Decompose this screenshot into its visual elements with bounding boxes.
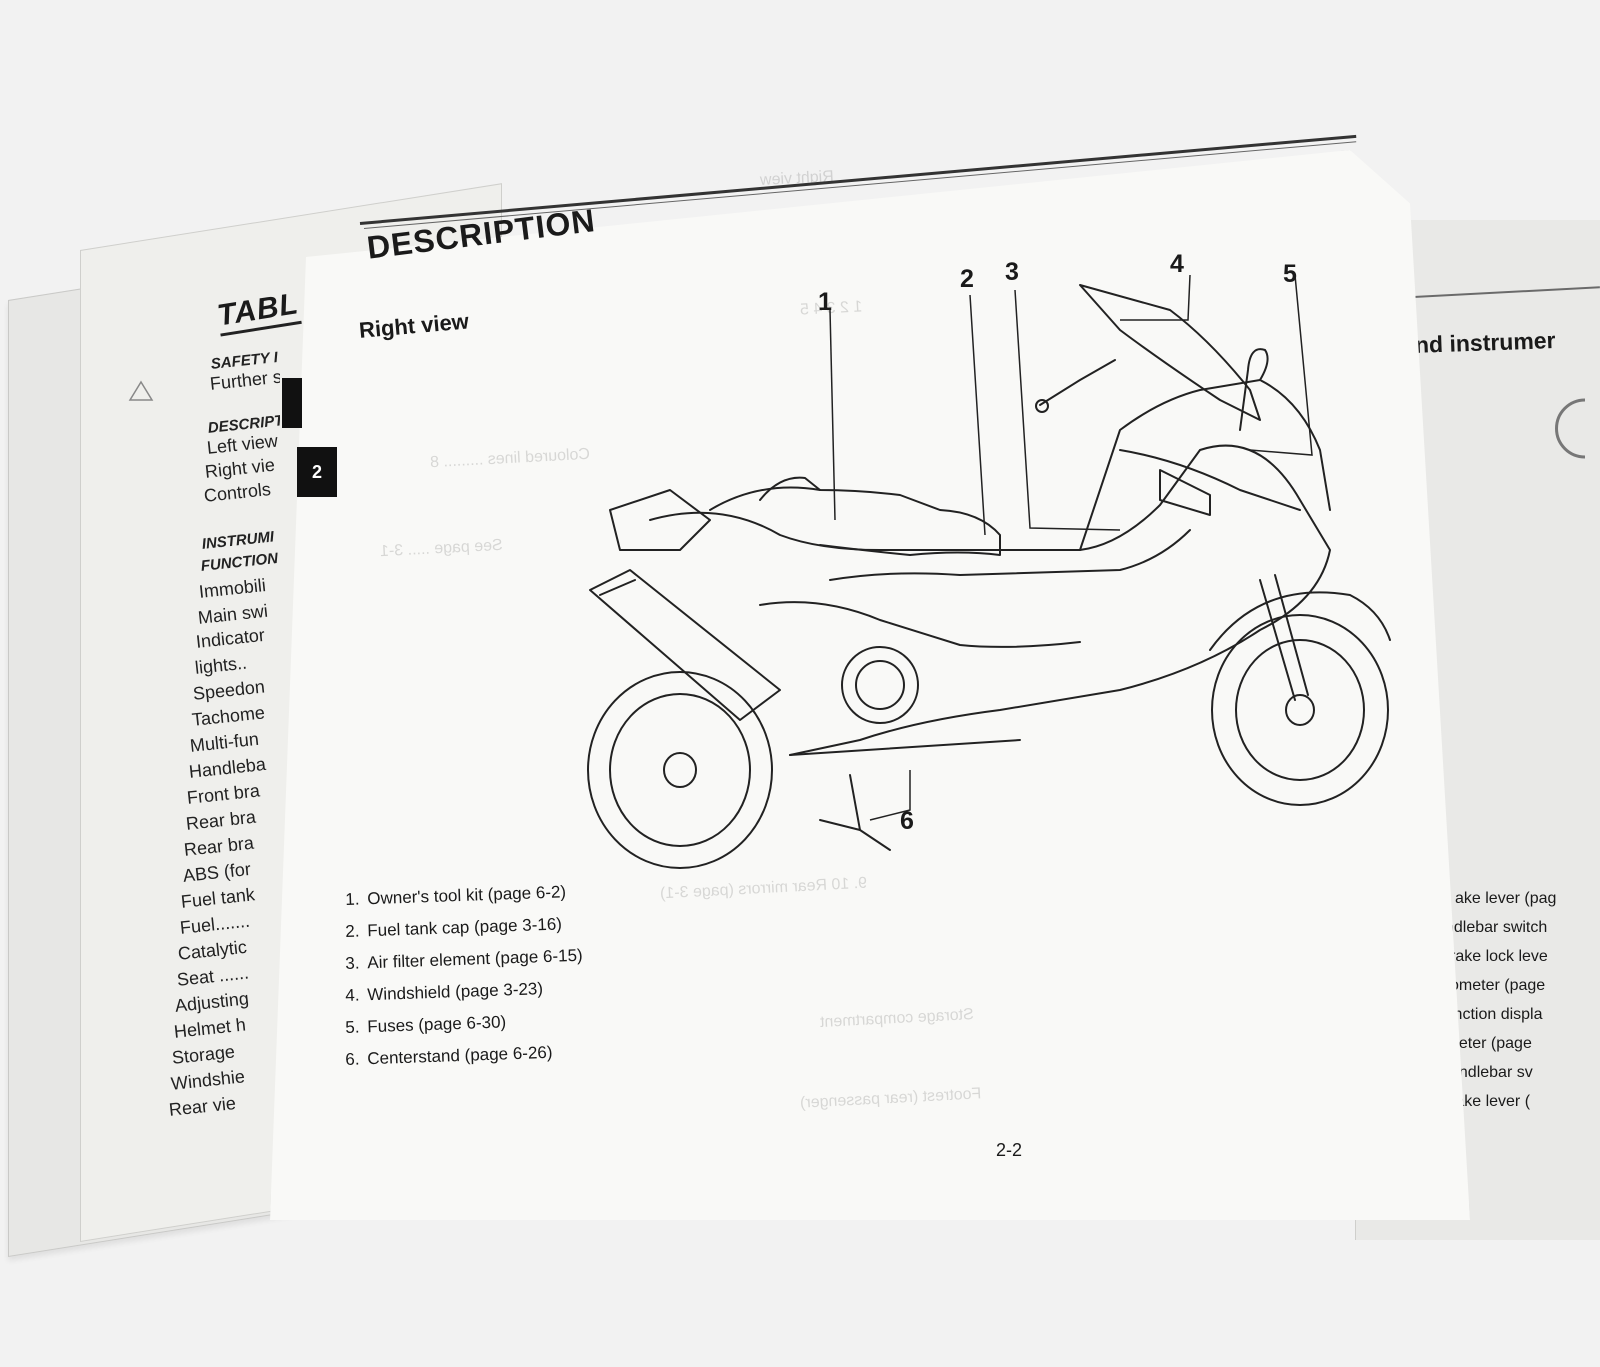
main-page [270,150,1470,1220]
callout-3: 3 [1005,258,1019,286]
legend-number: 1. [345,889,360,909]
chapter-tab: 2 [297,447,337,497]
right-page-item: inction displa [1450,1006,1543,1023]
right-page-item: ake lever (pag [1455,890,1557,907]
toc-line: Tachome [190,702,266,730]
warning-triangle-icon [128,380,154,401]
page-number: 2-2 [996,1140,1023,1160]
toc-line: Fuel tank [180,884,256,912]
toc-line: Front bra [186,780,261,808]
toc-line: Helmet h [172,1014,247,1042]
toc-line: Indicator [195,624,266,652]
muffler [589,569,781,721]
callout-5: 5 [1283,260,1297,288]
toc-line: Handleba [187,753,267,782]
toc-line: Rear vie [168,1092,237,1120]
toc-line: INSTRUMI [201,528,275,553]
right-page-item: rake lock leve [1450,948,1548,965]
toc-line: Controls [202,478,272,506]
windshield [1079,284,1261,421]
toc-line: Rear bra [183,832,255,860]
legend-number: 4. [345,985,360,1005]
legend-number: 3. [345,953,360,973]
toc-line: FUNCTION [199,549,279,575]
toc-line: Rear bra [184,806,257,834]
callout-4: 4 [1170,250,1184,278]
toc-line: Adjusting [174,988,250,1016]
legend-text: Fuses (page 6-30) [366,1012,507,1037]
scooter-illustration [587,274,1391,869]
toc-line: ABS (for [181,858,252,886]
partial-circle-icon [1555,398,1586,459]
toc-line: Seat ...... [175,962,250,990]
right-page-item: ometer (page [1450,977,1546,994]
legend-number: 6. [345,1049,360,1069]
callout-2: 2 [960,265,974,293]
rear-wheel [587,671,773,869]
toc-line: Storage [171,1041,236,1068]
right-page-item: neter (page [1450,1035,1532,1052]
right-page-item: rake lever ( [1450,1093,1531,1110]
toc-line: Multi-fun [189,728,260,756]
callout-1: 1 [818,288,832,316]
legend-number: 2. [345,921,360,941]
toc-line: lights.. [193,652,248,678]
toc-line: Immobili [198,574,267,602]
toc-line: Fuel....... [178,910,251,938]
front-wheel [1211,614,1389,806]
chapter-tab-marker [282,378,302,428]
right-page-item: ndlebar switch [1445,919,1548,936]
callout-6: 6 [900,807,914,835]
right-page-item: andlebar sv [1450,1064,1533,1081]
toc-line: Catalytic [177,936,248,964]
legend-number: 5. [345,1017,360,1037]
toc-line: Windshie [169,1066,246,1094]
toc-line: Speedon [192,676,266,704]
